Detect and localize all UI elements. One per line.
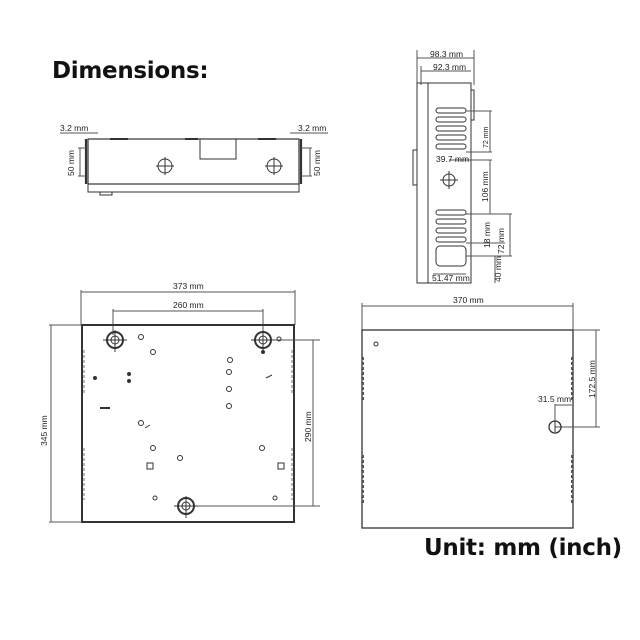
keyhole-mount-holes <box>103 330 275 518</box>
dim-cover-width: 370 mm <box>453 295 484 305</box>
vent-slots-lower <box>435 209 467 267</box>
dim-bottom-offset: 40 mm <box>493 256 503 282</box>
dim-outer-width: 98.3 mm <box>430 49 463 59</box>
dim-right-height: 50 mm <box>312 150 322 176</box>
dim-lower-vent: 72 mm <box>496 228 506 254</box>
dim-lock-from-top: 172.5 mm <box>587 360 597 398</box>
dim-overall-height: 345 mm <box>39 415 49 446</box>
dim-bottom-width: 51.47 mm <box>432 273 470 283</box>
side-view <box>412 50 512 284</box>
dim-lock-from-edge: 31.5 mm <box>538 394 571 404</box>
dim-upper-vent: 72 mm <box>483 126 490 148</box>
vent-edges <box>83 350 293 500</box>
unit-label: Unit: mm (inch) <box>424 535 622 561</box>
dim-hole-spacing-v: 290 mm <box>303 411 313 442</box>
cover-view <box>361 303 600 529</box>
cover-vent-edges <box>362 357 573 505</box>
page-title: Dimensions: <box>52 58 209 84</box>
dim-hole-offset: 39.7 mm <box>436 154 469 164</box>
front-top-view <box>60 132 328 196</box>
dim-left-height: 50 mm <box>66 150 76 176</box>
vent-slots-upper <box>435 107 467 150</box>
dim-left-offset: 3.2 mm <box>60 123 88 133</box>
back-view <box>49 290 320 523</box>
dim-vent-step: 18 mm <box>482 222 492 248</box>
lock-icon <box>548 420 562 434</box>
dim-inner-width: 92.3 mm <box>433 62 466 72</box>
dim-right-offset: 3.2 mm <box>298 123 326 133</box>
dim-hole-spacing-h: 260 mm <box>173 300 204 310</box>
screw-holes <box>93 334 285 501</box>
dim-hole-to-vent: 106 mm <box>480 171 490 202</box>
dim-overall-width: 373 mm <box>173 281 204 291</box>
